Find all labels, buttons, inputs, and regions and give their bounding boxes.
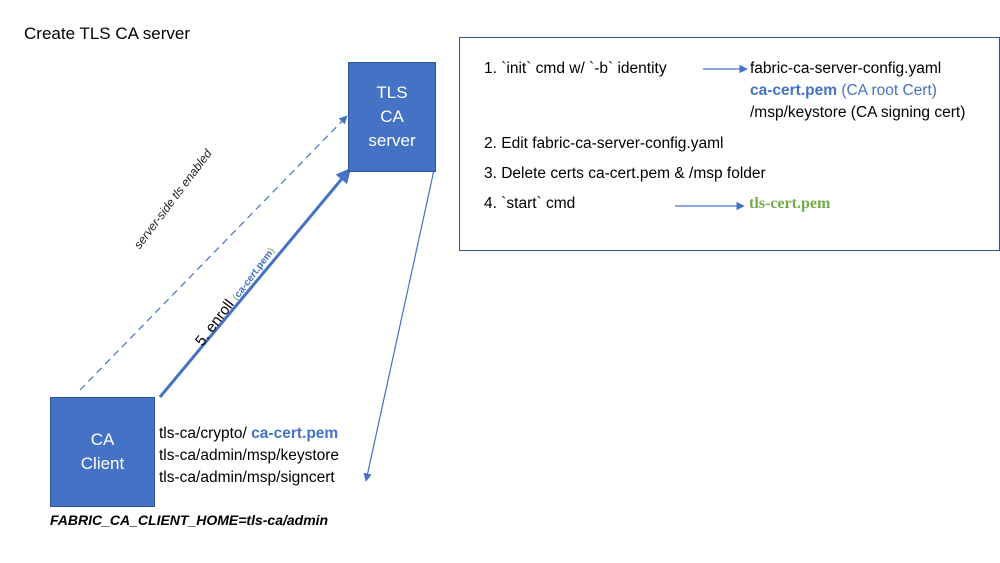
step4-label: 4. `start` cmd bbox=[484, 195, 576, 212]
ca-cert-desc: (CA root Cert) bbox=[837, 82, 937, 99]
tls-server-line: CA bbox=[380, 107, 404, 126]
ca-client-line: Client bbox=[80, 454, 125, 473]
client-file-path: tls-ca/crypto/ bbox=[159, 425, 252, 442]
client-ca-cert-name: ca-cert.pem bbox=[251, 425, 339, 442]
tls-server-line: server bbox=[368, 131, 416, 150]
tls-server-line: TLS bbox=[376, 83, 408, 102]
tls-ca-server-box: TLS CA server bbox=[348, 62, 436, 172]
client-file-signcert: tls-ca/admin/msp/signcert bbox=[159, 469, 335, 486]
enroll-arrow bbox=[158, 167, 352, 398]
client-home-label: FABRIC_CA_CLIENT_HOME=tls-ca/admin bbox=[50, 512, 329, 528]
ca-client-box: CA Client bbox=[50, 397, 155, 507]
step1-output-config: fabric-ca-server-config.yaml bbox=[750, 60, 942, 77]
client-file-cacert: tls-ca/crypto/ ca-cert.pem bbox=[159, 425, 338, 443]
return-arrow bbox=[363, 169, 435, 482]
page-title: Create TLS CA server bbox=[24, 24, 190, 43]
step2-label: 2. Edit fabric-ca-server-config.yaml bbox=[484, 135, 724, 152]
step1-output-keystore: /msp/keystore (CA signing cert) bbox=[750, 104, 966, 121]
ca-client-line: CA bbox=[90, 430, 115, 449]
ca-cert-name: ca-cert.pem bbox=[750, 82, 838, 99]
step3-label: 3. Delete certs ca-cert.pem & /msp folde… bbox=[484, 165, 766, 182]
tls-dashed-arrow bbox=[79, 115, 348, 391]
client-file-keystore: tls-ca/admin/msp/keystore bbox=[159, 447, 340, 464]
step1-output-cacert: ca-cert.pem (CA root Cert) bbox=[750, 82, 937, 100]
step1-label: 1. `init` cmd w/ `-b` identity bbox=[484, 60, 667, 77]
step4-output-tlscert: tls-cert.pem bbox=[749, 195, 831, 212]
